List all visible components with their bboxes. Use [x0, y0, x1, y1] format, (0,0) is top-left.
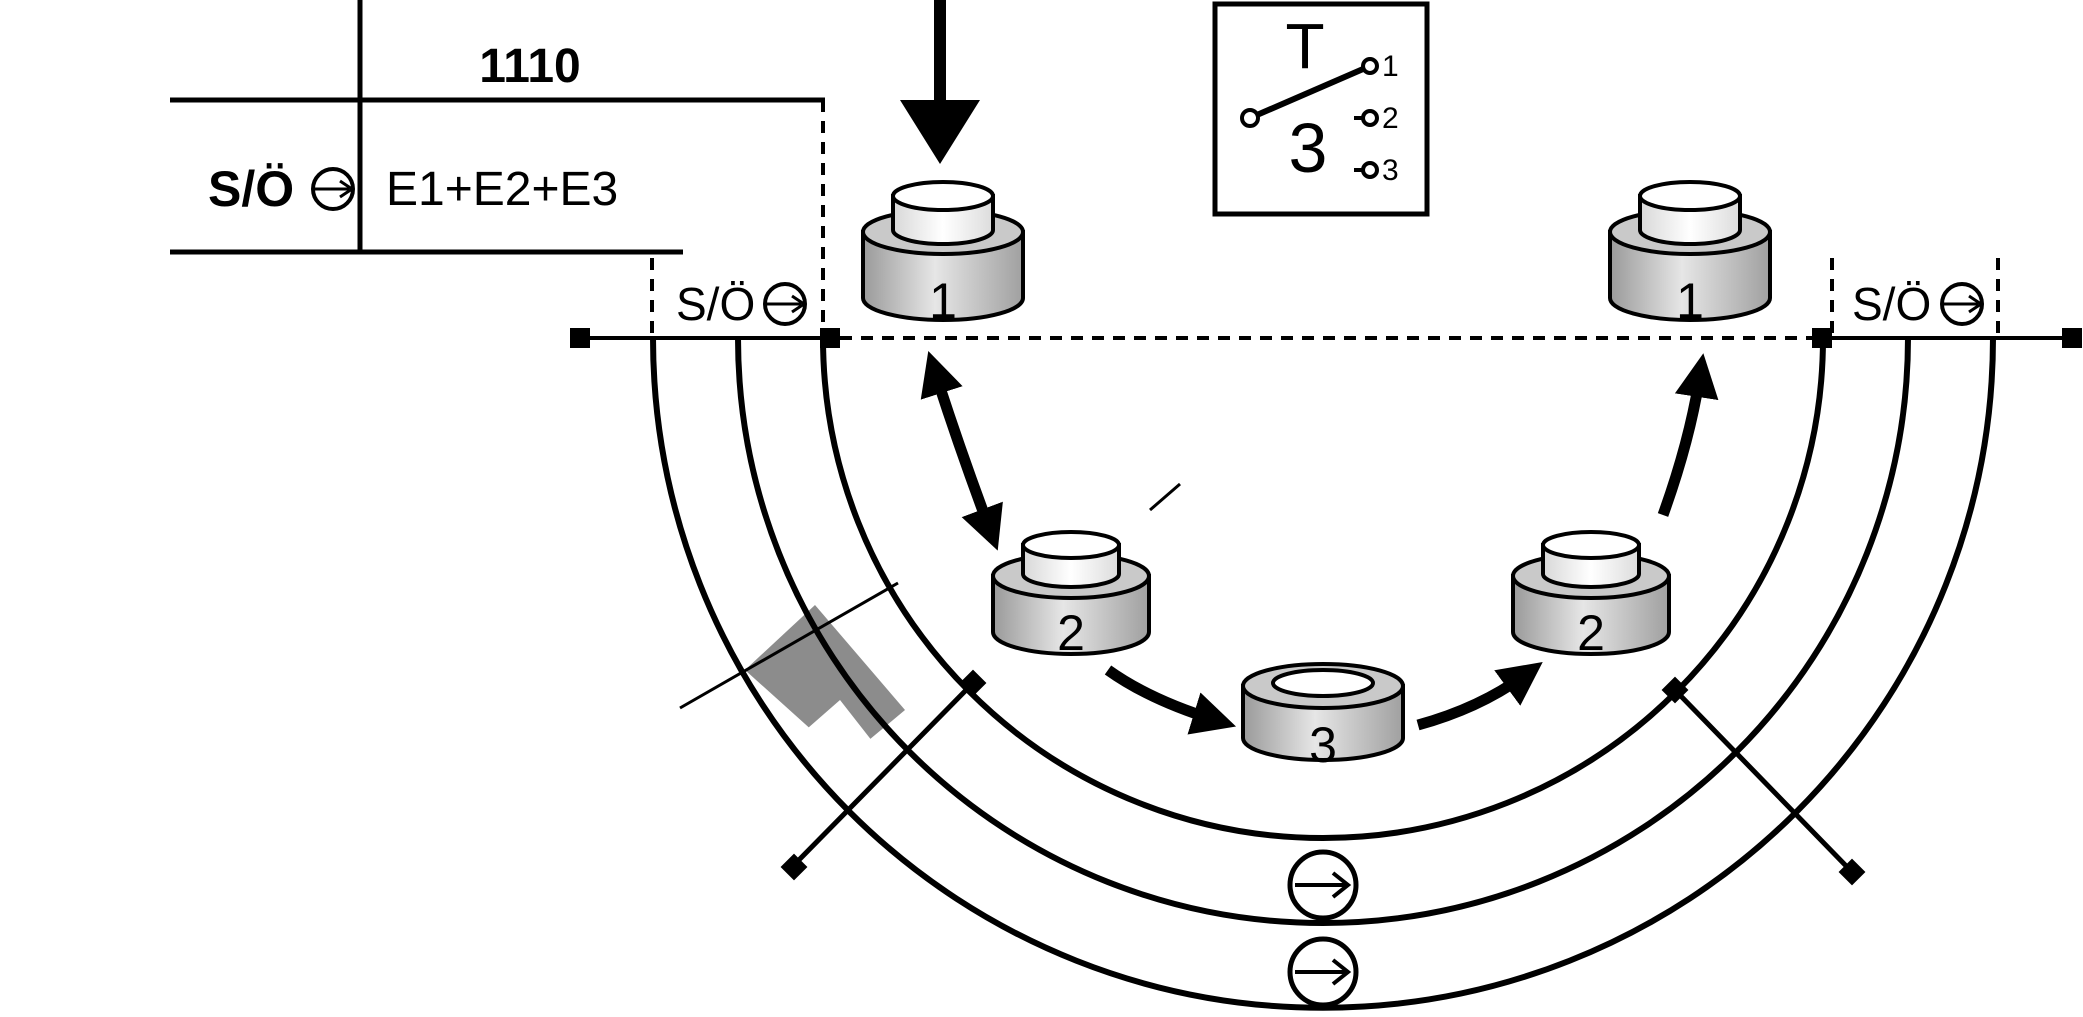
arrow-3-to-2 — [1416, 661, 1543, 731]
header-number: 1110 — [479, 40, 580, 93]
cylinder-left-2: 2 — [991, 530, 1151, 661]
svg-text:2: 2 — [1057, 605, 1085, 661]
left-track-arrow-circle-icon — [763, 282, 807, 326]
direction-circle-upper-icon — [1287, 849, 1359, 921]
svg-text:1: 1 — [1676, 273, 1704, 329]
right-track-arrow-circle-icon — [1940, 282, 1984, 326]
switch-contact-1: 1 — [1382, 50, 1399, 83]
track-baseline — [570, 328, 2082, 348]
arc-outer — [650, 337, 1996, 1011]
header-formula: E1+E2+E3 — [386, 163, 618, 216]
svg-text:1: 1 — [929, 273, 957, 329]
input-arrow-icon — [900, 0, 980, 164]
switch-contact-3: 3 — [1382, 154, 1399, 187]
svg-text:S/Ö: S/Ö — [676, 278, 755, 330]
switch-box: T 3 1 2 3 — [1212, 1, 1430, 217]
cylinder-right-1: 1 — [1608, 180, 1772, 329]
cut-lines — [679, 482, 1866, 886]
arc-inner — [820, 337, 1826, 841]
left-track-label: S/Ö — [650, 258, 807, 338]
arrow-2-to-3 — [1104, 665, 1237, 735]
direction-circle-lower-icon — [1287, 936, 1359, 1008]
switch-lever — [1248, 63, 1372, 121]
switch-position: 3 — [1289, 109, 1328, 187]
svg-text:3: 3 — [1309, 717, 1337, 773]
svg-text:S/Ö: S/Ö — [1852, 278, 1931, 330]
arc-middle — [735, 337, 1911, 926]
cylinder-right-2: 2 — [1511, 530, 1671, 661]
cylinder-left-1: 1 — [861, 180, 1025, 329]
concentric-arcs — [650, 337, 1996, 1011]
grey-track-segment — [745, 605, 930, 845]
switch-contact-2: 2 — [1382, 102, 1399, 135]
switch-symbol: T — [1285, 10, 1324, 82]
header-arrow-circle-icon — [311, 167, 355, 211]
right-track-label: S/Ö — [1830, 258, 2000, 338]
flow-arrows — [920, 351, 1719, 735]
header-prefix: S/Ö — [208, 161, 294, 217]
svg-text:2: 2 — [1577, 605, 1605, 661]
arrow-2-to-1 — [1657, 353, 1719, 517]
cylinder-center-3: 3 — [1241, 662, 1405, 773]
header-block: 1110 S/Ö E1+E2+E3 — [170, 0, 825, 338]
arrow-1-to-2 — [920, 351, 1003, 551]
